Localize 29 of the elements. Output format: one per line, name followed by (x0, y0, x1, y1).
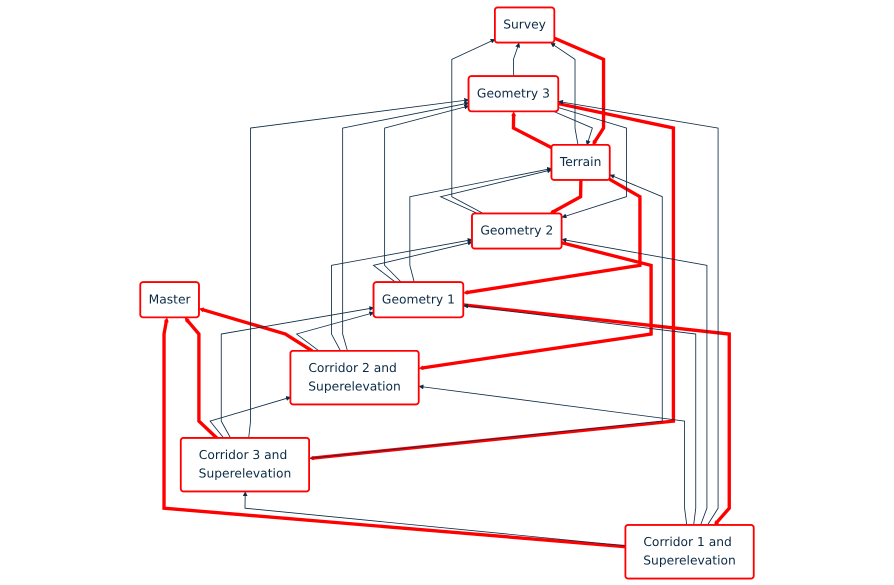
arrow (372, 240, 472, 282)
arrow (554, 36, 606, 145)
arrow (331, 238, 472, 351)
arrow (451, 38, 496, 214)
arrow (384, 104, 470, 282)
arrow (439, 168, 552, 214)
arrow (409, 166, 552, 282)
arrow (562, 237, 708, 526)
arrow (184, 316, 218, 439)
arrow (342, 100, 470, 351)
arrow (296, 310, 374, 351)
arrow (511, 110, 552, 149)
arrow (309, 174, 663, 458)
arrow (220, 306, 374, 438)
arrow (550, 180, 583, 214)
arrow (550, 42, 578, 145)
arrow (418, 384, 688, 526)
arrow (242, 491, 626, 546)
arrow (209, 396, 291, 438)
arrow (463, 177, 642, 294)
arrow (309, 101, 676, 460)
arrow (199, 307, 314, 352)
arrow (162, 316, 626, 548)
arrow (554, 110, 593, 145)
arrow (558, 99, 718, 526)
arrow (558, 106, 627, 218)
arrow (248, 97, 470, 438)
arrow (418, 240, 653, 370)
arrow (512, 42, 520, 76)
